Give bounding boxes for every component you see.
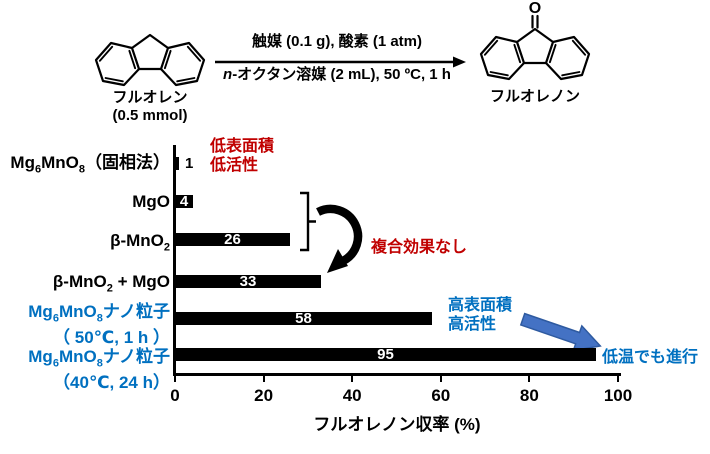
bar-value-label: 4 bbox=[179, 193, 189, 210]
x-tick bbox=[174, 375, 176, 382]
annotation-low-surface-area: 低表面積 低活性 bbox=[210, 138, 275, 174]
annotation-no-composite-effect: 複合効果なし bbox=[371, 239, 468, 256]
x-tick bbox=[262, 375, 265, 382]
reaction-conditions-bottom: n-オクタン溶媒 (2 mL), 50 ºC, 1 h bbox=[206, 66, 468, 84]
annotation-high-surface-area: 高表面積 高活性 bbox=[448, 297, 513, 333]
bar-value-label: 33 bbox=[239, 273, 257, 290]
fluorene-structure bbox=[94, 33, 206, 87]
bar bbox=[175, 233, 290, 246]
curved-arrow-icon bbox=[316, 204, 363, 273]
bar-value-label: 1 bbox=[185, 155, 194, 172]
x-tick-label: 100 bbox=[603, 386, 633, 405]
product-name: フルオレノン bbox=[489, 88, 580, 105]
bar-category-label: β-MnO2 bbox=[110, 231, 170, 254]
reactant-amount: (0.5 mmol) bbox=[112, 107, 188, 124]
fluorenone-structure bbox=[479, 14, 591, 81]
bar-category-label: MgO bbox=[132, 192, 170, 211]
carbonyl-oxygen-label: O bbox=[528, 0, 542, 17]
bar-value-label: 26 bbox=[224, 231, 241, 248]
bar bbox=[175, 157, 179, 170]
x-tick-label: 40 bbox=[342, 386, 362, 405]
solvent-italic-n: n bbox=[223, 66, 233, 83]
bar bbox=[175, 195, 193, 208]
x-tick-label: 60 bbox=[431, 386, 451, 405]
x-tick-label: 20 bbox=[254, 386, 274, 405]
bar-value-label: 58 bbox=[295, 310, 312, 327]
bar-value-label: 95 bbox=[377, 346, 394, 363]
bar bbox=[175, 348, 596, 361]
x-tick bbox=[528, 375, 531, 382]
y-axis-line bbox=[173, 145, 176, 375]
reaction-conditions-top: 触媒 (0.1 g), 酸素 (1 atm) bbox=[251, 33, 423, 50]
bar-category-label: β-MnO2 + MgO bbox=[52, 272, 170, 295]
annotation-low-temperature: 低温でも進行 bbox=[602, 349, 699, 366]
x-tick bbox=[351, 375, 354, 382]
reaction-arrow bbox=[215, 56, 466, 68]
bar bbox=[175, 312, 432, 325]
x-tick-label: 80 bbox=[519, 386, 539, 405]
x-tick-label: 0 bbox=[170, 386, 180, 405]
bar-category-label: Mg6MnO8（固相法） bbox=[10, 153, 170, 176]
x-tick bbox=[617, 375, 619, 382]
x-axis-line bbox=[173, 373, 621, 376]
bar-category-label: Mg6MnO8ナノ粒子（ 50℃, 1 h ） bbox=[28, 302, 170, 348]
x-tick bbox=[439, 375, 442, 382]
solvent-rest: -オクタン溶媒 (2 mL), 50 ºC, 1 h bbox=[232, 66, 451, 83]
reactant-name: フルオレン bbox=[112, 89, 188, 106]
bar bbox=[175, 275, 321, 288]
bar-category-label: Mg6MnO8ナノ粒子（40℃, 24 h） bbox=[28, 347, 170, 393]
x-axis-title: フルオレノン収率 (%) bbox=[313, 415, 481, 434]
grouping-bracket bbox=[300, 191, 316, 252]
